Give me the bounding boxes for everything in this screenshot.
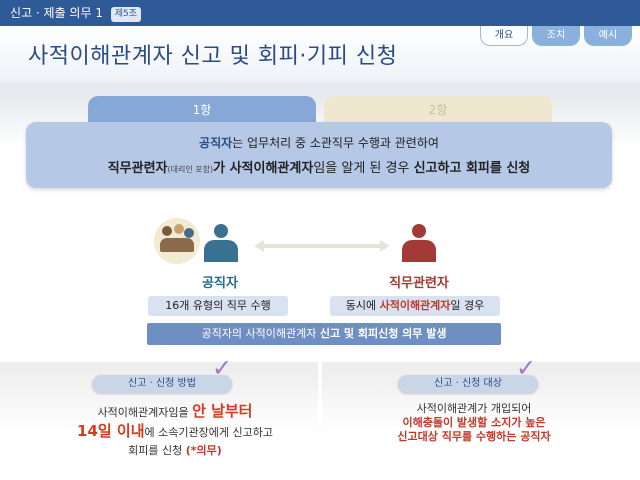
clause-summary-box: 공직자는 업무처리 중 소관직무 수행과 관련하여 직무관련자(대리인 포함)가… (26, 122, 612, 188)
summary-line-1: 공직자는 업무처리 중 소관직무 수행과 관련하여 (199, 136, 439, 150)
section-title: 신고 · 제출 의무 1 제5조 (10, 4, 142, 22)
divider-band (0, 82, 640, 94)
target-tag: 신고 · 신청 대상 (398, 375, 538, 393)
related-party-label: 직무관련자 (389, 276, 449, 291)
condition-pill: 동시에 사적이해관계자일 경우 (330, 296, 500, 316)
obligation-result-bar: 공직자의 사적이해관계자 신고 및 회피신청 의무 발생 (147, 323, 501, 345)
tab-overview[interactable]: 개요 (480, 26, 528, 46)
related-party-icon (402, 224, 436, 264)
summary-line-2: 직무관련자(대리인 포함)가 사적이해관계자임을 알게 된 경우 신고하고 회피… (107, 161, 531, 176)
tab-example[interactable]: 예시 (584, 26, 632, 46)
page-title: 사적이해관계자 신고 및 회피·기피 신청 (28, 44, 398, 69)
subtab-clause-2[interactable]: 2항 (324, 96, 552, 124)
checkmark-icon: ✓ (516, 354, 537, 382)
public-official-icon (204, 224, 238, 264)
method-text: 사적이해관계자임을 안 날부터 14일 이내에 소속기관장에게 신고하고 회피를… (77, 402, 273, 457)
checkmark-icon: ✓ (212, 354, 233, 382)
top-bar: 신고 · 제출 의무 1 제5조 (0, 0, 640, 26)
article-badge: 제5조 (110, 7, 142, 22)
section-tabs: 개요 조치 예시 (480, 26, 632, 46)
page-header: 사적이해관계자 신고 및 회피·기피 신청 개요 조치 예시 (0, 26, 640, 82)
method-tag: 신고 · 신청 방법 (92, 375, 232, 393)
tab-action[interactable]: 조치 (532, 26, 580, 46)
duty-type-pill: 16개 유형의 직무 수행 (148, 296, 288, 316)
people-group-icon (154, 218, 200, 264)
public-official-label: 공직자 (202, 276, 238, 291)
double-arrow-icon (254, 240, 390, 252)
target-text: 사적이해관계가 개입되어 이해충돌이 발생할 소지가 높은 신고대상 직무를 수… (397, 402, 551, 443)
subtab-clause-1[interactable]: 1항 (88, 96, 316, 124)
